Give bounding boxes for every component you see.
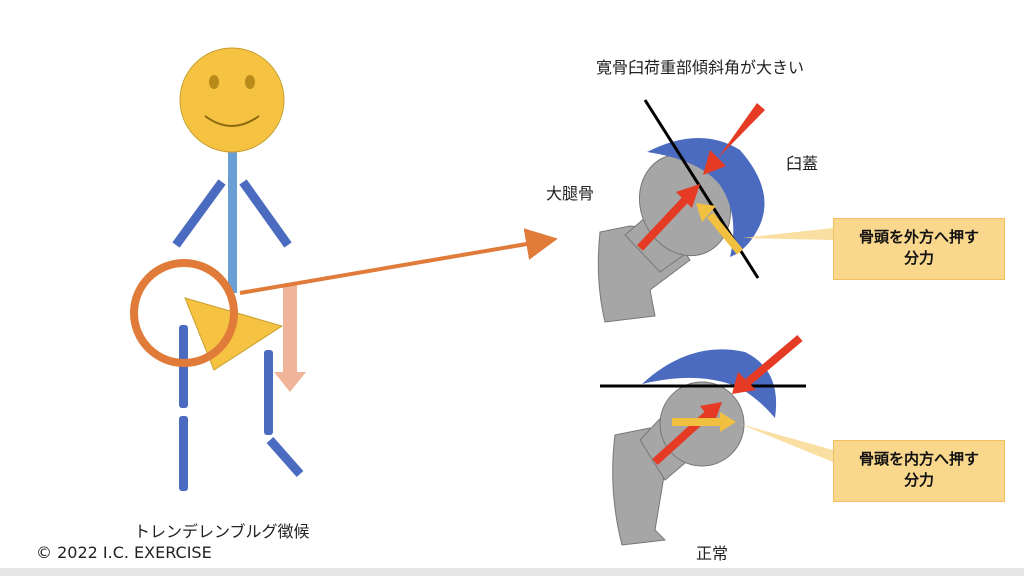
acetabular-roof-normal xyxy=(642,349,777,418)
callout-lateral-line1: 骨頭を外方へ押す xyxy=(858,228,979,246)
downward-force-arrow xyxy=(274,285,306,392)
lateral-component-arrow xyxy=(706,212,744,255)
load-force-arrow xyxy=(703,103,765,175)
title-abnormal: 寛骨臼荷重部傾斜角が大きい xyxy=(596,58,805,77)
label-trendelenburg: トレンデレンブルグ徴候 xyxy=(134,522,310,541)
label-femur: 大腿骨 xyxy=(546,184,595,203)
callout-medial-force: 骨頭を内方へ押す 分力 xyxy=(833,440,1005,502)
copyright: © 2022 I.C. EXERCISE xyxy=(36,543,212,562)
zoom-pointer-arrow xyxy=(239,228,558,295)
left-shin xyxy=(179,416,188,491)
right-thigh xyxy=(264,350,273,435)
load-force-arrow-normal xyxy=(745,334,803,386)
callout-medial-line1: 骨頭を内方へ押す xyxy=(858,450,979,468)
left-arm xyxy=(172,179,226,248)
torso xyxy=(228,148,237,293)
hip-joint-normal xyxy=(600,334,833,546)
acetabular-roof-crescent xyxy=(647,137,765,257)
callout-lateral-force: 骨頭を外方へ押す 分力 xyxy=(833,218,1005,280)
reaction-force-arrow xyxy=(637,197,688,251)
right-shin xyxy=(266,437,304,477)
hip-highlight-circle xyxy=(130,259,238,367)
label-normal: 正常 xyxy=(696,544,729,563)
label-acetabular-roof: 臼蓋 xyxy=(786,154,819,173)
smiley-head xyxy=(179,47,285,153)
hip-joint-abnormal xyxy=(597,99,833,323)
stick-figure xyxy=(130,47,306,491)
callout-lateral-line2: 分力 xyxy=(903,249,934,267)
right-arm xyxy=(239,179,292,248)
callout-medial-line2: 分力 xyxy=(903,471,934,489)
bottom-bar xyxy=(0,568,1024,576)
